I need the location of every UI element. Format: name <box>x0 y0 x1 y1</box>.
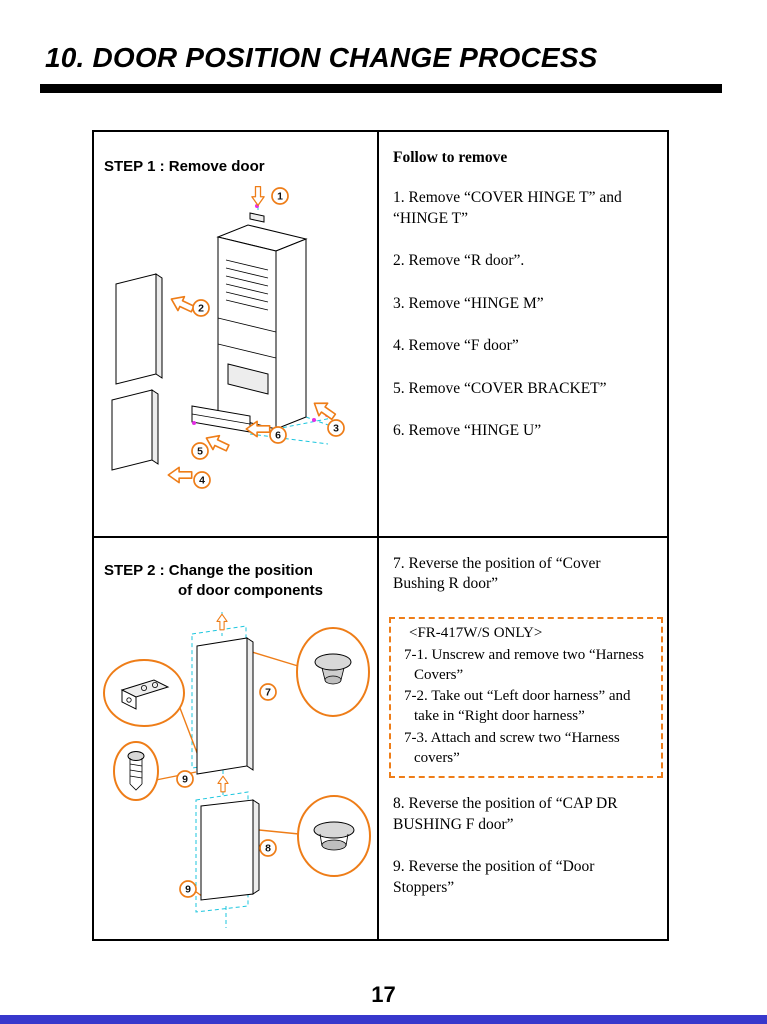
callout-4-label: 4 <box>199 475 205 487</box>
upper-door <box>196 637 254 775</box>
instruction-7: 7. Reverse the position of “Cover Bushin… <box>393 555 601 593</box>
step2-heading-line1: STEP 2 : Change the position <box>104 562 313 579</box>
callout-7: 7 <box>259 683 277 701</box>
refrigerator-cabinet <box>216 224 308 430</box>
remove-arrow-4 <box>167 466 193 484</box>
flip-arrow-lower <box>217 775 229 793</box>
screw-detail <box>113 741 159 801</box>
lower-door <box>111 389 159 471</box>
callout-9a: 9 <box>176 770 194 788</box>
callout-6: 6 <box>269 426 287 444</box>
callout-9b-label: 9 <box>185 884 191 896</box>
instruction-4: 4. Remove “F door” <box>393 337 519 355</box>
step1-instructions-cell: Follow to remove 1. Remove “COVER HINGE … <box>379 132 667 538</box>
instruction-6: 6. Remove “HINGE U” <box>393 422 542 440</box>
remove-arrow-2 <box>167 291 197 317</box>
step2-heading-line2: of door components <box>178 582 323 599</box>
callout-5-label: 5 <box>197 446 203 458</box>
step2-diagram: 7 9 8 9 <box>103 612 371 928</box>
callout-9a-label: 9 <box>182 774 188 786</box>
callout-3-label: 3 <box>333 423 339 435</box>
callout-1: 1 <box>271 187 289 205</box>
step1-diagram: 1 2 3 4 5 6 <box>111 185 345 489</box>
step2-diagram-cell: STEP 2 : Change the position of door com… <box>94 538 379 939</box>
callout-3: 3 <box>327 419 345 437</box>
callout-9b: 9 <box>179 880 197 898</box>
instruction-3: 3. Remove “HINGE M” <box>393 294 544 312</box>
page-title: 10. DOOR POSITION CHANGE PROCESS <box>45 42 598 73</box>
instruction-7-2: 7-2. Take out “Left door harness” and ta… <box>404 688 631 725</box>
page-number: 17 <box>371 982 396 1007</box>
fr417-title: <FR-417W/S ONLY> <box>409 624 543 641</box>
hinge-t-part <box>249 204 265 223</box>
hinge-bracket-detail <box>103 659 185 727</box>
step1-instructions-title: Follow to remove <box>393 149 508 166</box>
callout-6-label: 6 <box>275 430 281 442</box>
lower-door <box>200 799 260 901</box>
fr417-note-box: <FR-417W/S ONLY> 7-1. Unscrew and remove… <box>389 616 663 779</box>
instruction-2: 2. Remove “R door”. <box>393 252 525 270</box>
step2-instructions-cell: 7. Reverse the position of “Cover Bushin… <box>379 538 667 939</box>
process-table: STEP 1 : Remove door <box>92 130 669 941</box>
callout-7-label: 7 <box>265 687 271 699</box>
callout-1-label: 1 <box>277 191 283 203</box>
title-rule <box>40 84 722 93</box>
step1-heading: STEP 1 : Remove door <box>104 158 265 175</box>
callout-5: 5 <box>191 442 209 460</box>
flip-arrow-upper <box>216 613 228 631</box>
instruction-1: 1. Remove “COVER HINGE T” and “HINGE T” <box>393 189 622 227</box>
cabinet-shelves <box>217 259 277 359</box>
callout-8-label: 8 <box>265 843 271 855</box>
instruction-5: 5. Remove “COVER BRACKET” <box>393 379 607 397</box>
instruction-9: 9. Reverse the position of “Door Stopper… <box>393 858 595 896</box>
remove-arrow-1 <box>251 185 265 207</box>
callout-8: 8 <box>259 839 277 857</box>
callout-2-label: 2 <box>198 303 204 315</box>
cover-bushing-detail <box>296 627 370 717</box>
instruction-8: 8. Reverse the position of “CAP DR BUSHI… <box>393 795 618 833</box>
upper-door <box>115 273 163 385</box>
cap-bushing-detail <box>297 795 371 877</box>
step1-diagram-cell: STEP 1 : Remove door <box>94 132 379 538</box>
instruction-7-3: 7-3. Attach and screw two “Harness cover… <box>404 729 620 766</box>
callout-2: 2 <box>192 299 210 317</box>
footer-bar <box>0 1015 767 1024</box>
callout-4: 4 <box>193 471 211 489</box>
instruction-7-1: 7-1. Unscrew and remove two “Harness Cov… <box>404 646 644 683</box>
